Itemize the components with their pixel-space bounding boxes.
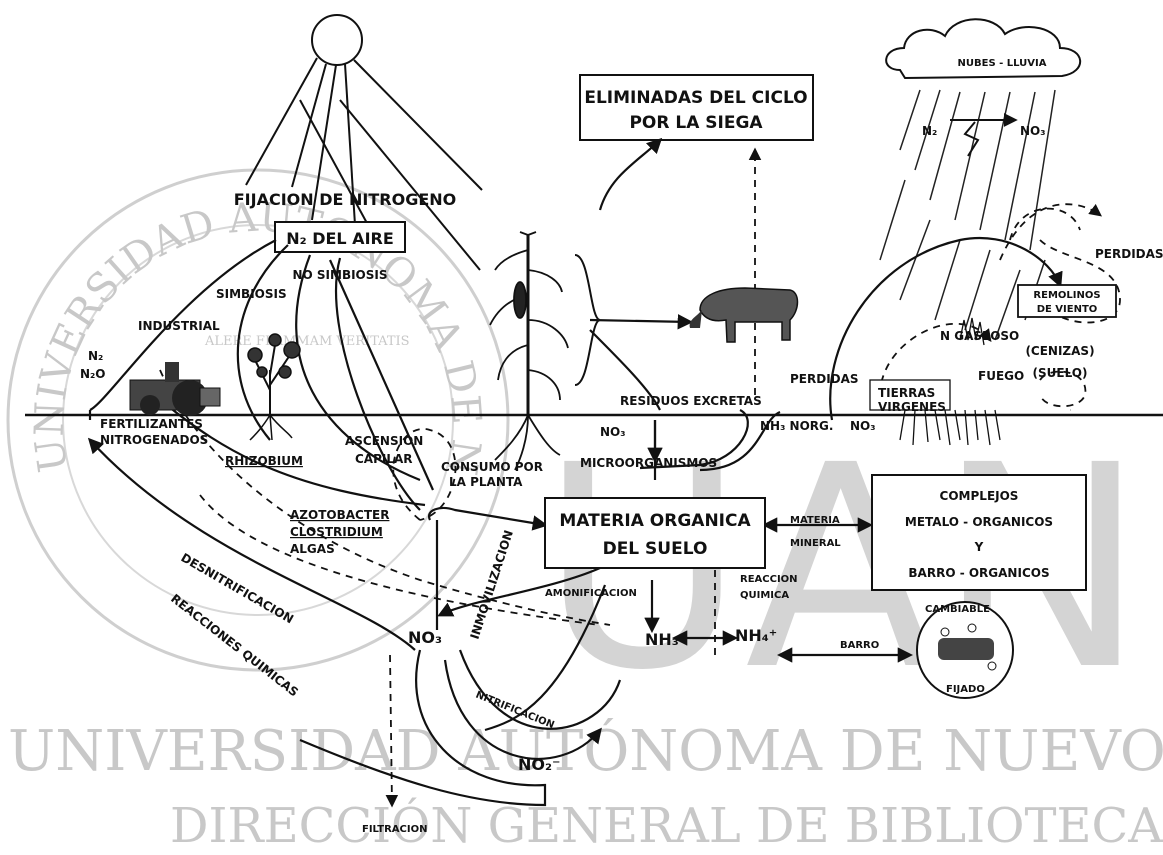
no3-rain-label: NO₃ bbox=[1020, 124, 1046, 138]
ascension-label-1: ASCENSION bbox=[345, 434, 423, 448]
industrial-label: INDUSTRIAL bbox=[138, 319, 220, 333]
remolinos-box: REMOLINOS DE VIENTO bbox=[1018, 285, 1116, 317]
barro-label: BARRO bbox=[840, 640, 879, 651]
tierras-label-1: TIERRAS bbox=[878, 386, 935, 400]
consumo-label-1: CONSUMO POR bbox=[441, 460, 543, 474]
perdidas-label-1: PERDIDAS bbox=[1095, 247, 1163, 261]
n2-loss-label: N₂ bbox=[88, 349, 103, 363]
materia-label-2: DEL SUELO bbox=[603, 539, 708, 559]
remolinos-label-1: REMOLINOS bbox=[1033, 290, 1100, 301]
cow-icon bbox=[690, 288, 798, 342]
fertilizantes-label-2: NITROGENADOS bbox=[100, 433, 208, 447]
university-seal-icon: UNIVERSIDAD AUTONOMA DE NUEVO LEON ALERE… bbox=[0, 0, 508, 670]
fuego-label: FUEGO bbox=[978, 369, 1024, 383]
n2o-loss-label: N₂O bbox=[80, 367, 106, 381]
cenizas-label: (CENIZAS) bbox=[1025, 344, 1094, 358]
nubes-label: NUBES - LLUVIA bbox=[958, 58, 1047, 69]
eliminadas-box: ELIMINADAS DEL CICLO POR LA SIEGA bbox=[580, 75, 813, 140]
fijacion-title: FIJACION DE NITROGENO bbox=[234, 190, 457, 209]
no3-top-label: NO₃ bbox=[600, 425, 626, 439]
rhizobium-label: RHIZOBIUM bbox=[225, 454, 303, 468]
residuos-label: RESIDUOS EXCRETAS bbox=[620, 394, 762, 408]
complejos-label-3: Y bbox=[974, 540, 984, 554]
n-gaseoso-label: N GASEOSO bbox=[940, 329, 1019, 343]
clostridium-label: CLOSTRIDIUM bbox=[290, 525, 383, 539]
materia-label-1: MATERIA ORGANICA bbox=[559, 511, 751, 531]
algas-label: ALGAS bbox=[290, 542, 335, 556]
watermark-line-1: UNIVERSIDAD AUTÓNOMA DE NUEVO LEÓN bbox=[8, 717, 1163, 784]
no2-label: NO₂⁻ bbox=[518, 755, 560, 774]
n2-aire-box: N₂ DEL AIRE bbox=[275, 222, 405, 252]
materia-organica-box: MATERIA ORGANICA DEL SUELO bbox=[545, 498, 765, 568]
complejos-label-2: METALO - ORGANICOS bbox=[905, 515, 1053, 529]
azotobacter-label: AZOTOBACTER bbox=[290, 508, 389, 522]
eliminadas-label-1: ELIMINADAS DEL CICLO bbox=[584, 88, 807, 108]
complejos-label-1: COMPLEJOS bbox=[940, 489, 1019, 503]
suelo-label: (SUELO) bbox=[1033, 366, 1088, 380]
fertilizantes-label-1: FERTILIZANTES bbox=[100, 417, 203, 431]
fijado-label: FIJADO bbox=[946, 684, 985, 695]
materia-mineral-label-1: MATERIA bbox=[790, 515, 840, 526]
perdidas-label-2: PERDIDAS bbox=[790, 372, 859, 386]
materia-mineral-label-2: MINERAL bbox=[790, 538, 841, 549]
nh3-label: NH₃ bbox=[645, 630, 679, 649]
n2-aire-label: N₂ DEL AIRE bbox=[286, 229, 394, 248]
consumo-label-2: LA PLANTA bbox=[449, 475, 523, 489]
filtracion-label: FILTRACION bbox=[362, 824, 427, 835]
microorganismos-label: MICROORGANISMOS bbox=[580, 456, 717, 470]
seal-inner-text: ALERE FLAMMAM VERITATIS bbox=[204, 334, 410, 349]
complejos-box: COMPLEJOS METALO - ORGANICOS Y BARRO - O… bbox=[872, 475, 1086, 590]
nh3-norg-label: NH₃ NORG. bbox=[760, 419, 833, 433]
no3-right-label: NO₃ bbox=[850, 419, 876, 433]
no3-center-label: NO₃ bbox=[408, 628, 442, 647]
cambiable-label: CAMBIABLE bbox=[925, 604, 990, 615]
ascension-label-2: CAPILAR bbox=[355, 452, 413, 466]
tierras-label-2: VIRGENES bbox=[878, 400, 946, 414]
simbiosis-label: SIMBIOSIS bbox=[216, 287, 287, 301]
nh4-label: NH₄⁺ bbox=[735, 626, 777, 645]
eliminadas-label-2: POR LA SIEGA bbox=[629, 113, 763, 133]
seal-text: UNIVERSIDAD AUTONOMA DE NUEVO LEON bbox=[0, 0, 489, 478]
reaccion-label-2: QUIMICA bbox=[740, 590, 789, 601]
tractor-icon bbox=[130, 362, 220, 416]
no-simbiosis-label: NO SIMBIOSIS bbox=[292, 268, 387, 282]
shrub-icon bbox=[248, 334, 300, 440]
complejos-label-4: BARRO - ORGANICOS bbox=[908, 566, 1049, 580]
remolinos-label-2: DE VIENTO bbox=[1037, 304, 1098, 315]
watermark-line-2: DIRECCIÓN GENERAL DE BIBLIOTECAS bbox=[170, 796, 1163, 851]
reaccion-label-1: REACCION bbox=[740, 574, 798, 585]
amonificacion-label: AMONIFICACION bbox=[545, 588, 637, 599]
n2-rain-label: N₂ bbox=[922, 124, 937, 138]
